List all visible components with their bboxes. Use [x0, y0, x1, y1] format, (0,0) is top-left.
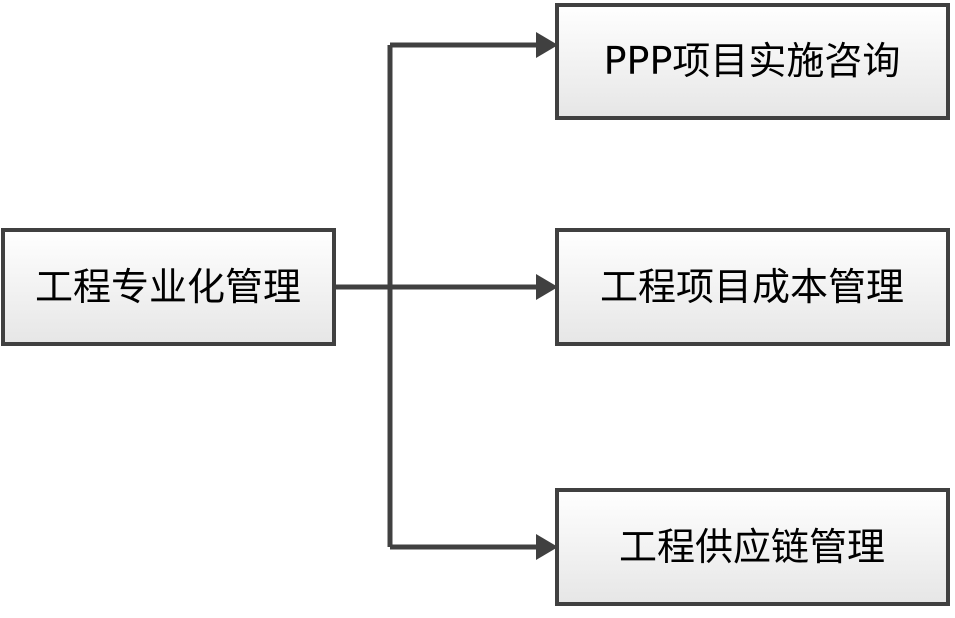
child-node-2: 工程项目成本管理 — [555, 228, 950, 346]
child-node-3-box — [555, 488, 950, 606]
arrow-head-child-2 — [536, 274, 558, 300]
root-node-box — [1, 228, 336, 346]
child-node-1-box — [555, 3, 950, 120]
child-node-2-label: 工程项目成本管理 — [600, 265, 904, 309]
child-node-3: 工程供应链管理 — [555, 488, 950, 606]
arrow-head-child-1 — [536, 32, 558, 58]
child-node-3-label: 工程供应链管理 — [619, 525, 885, 569]
child-node-2-box — [555, 228, 950, 346]
arrow-head-child-3 — [536, 534, 558, 560]
root-node: 工程专业化管理 — [1, 228, 336, 346]
child-node-1: PPP项目实施咨询 — [555, 3, 950, 120]
root-node-label: 工程专业化管理 — [35, 265, 301, 309]
child-node-1-label: PPP项目实施咨询 — [604, 39, 901, 83]
connectors — [334, 32, 558, 560]
